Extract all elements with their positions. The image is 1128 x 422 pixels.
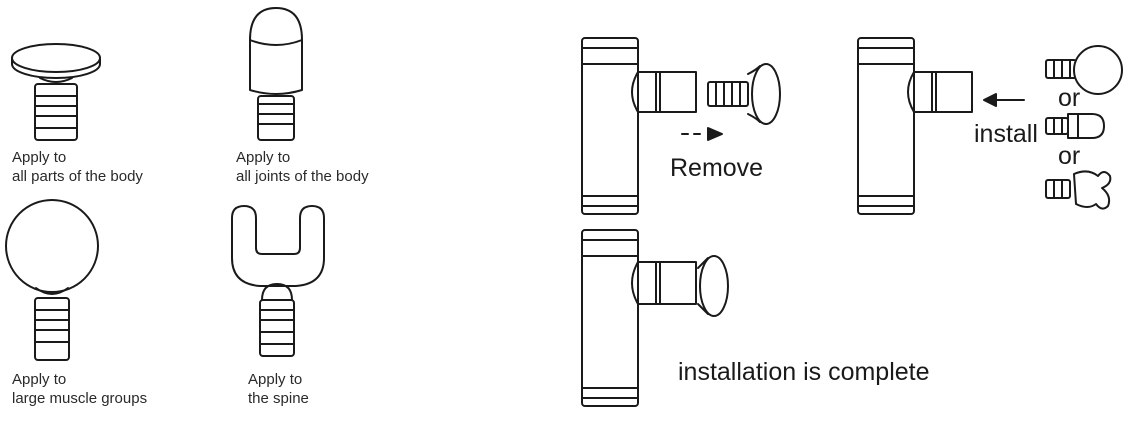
bullet-head-caption-line2: all joints of the body [236,168,369,185]
ball-head-caption-line2: large muscle groups [12,390,148,407]
fork-head-caption-line1: Apply to [248,371,303,388]
installation-complete-label: installation is complete [678,358,930,386]
gun-install-step [857,37,1025,215]
or-label-1: or [1058,84,1081,112]
option-fork-head [1045,170,1112,210]
ball-head-attachment [5,199,99,361]
flat-head-attachment [11,43,101,141]
bullet-head-caption: Apply to all joints of the body [236,148,369,186]
ball-head-caption-line1: Apply to [12,371,67,388]
install-label: install [974,120,1038,148]
flat-head-caption-line2: all parts of the body [12,168,143,185]
fork-head-caption-line2: the spine [248,390,309,407]
bullet-head-caption-line1: Apply to [236,149,291,166]
remove-label: Remove [670,154,764,182]
fork-head-caption: Apply to the spine [248,370,309,408]
option-ball-head [1045,45,1123,95]
or-label-2: or [1058,142,1081,170]
flat-head-caption-line1: Apply to [12,149,67,166]
bullet-head-attachment [249,7,303,141]
fork-head-attachment [231,205,325,357]
ball-head-caption: Apply to large muscle groups [12,370,147,408]
gun-remove-step [581,37,781,215]
gun-complete-step [581,229,729,407]
flat-head-caption: Apply to all parts of the body [12,148,143,186]
option-bullet-head [1045,113,1105,139]
